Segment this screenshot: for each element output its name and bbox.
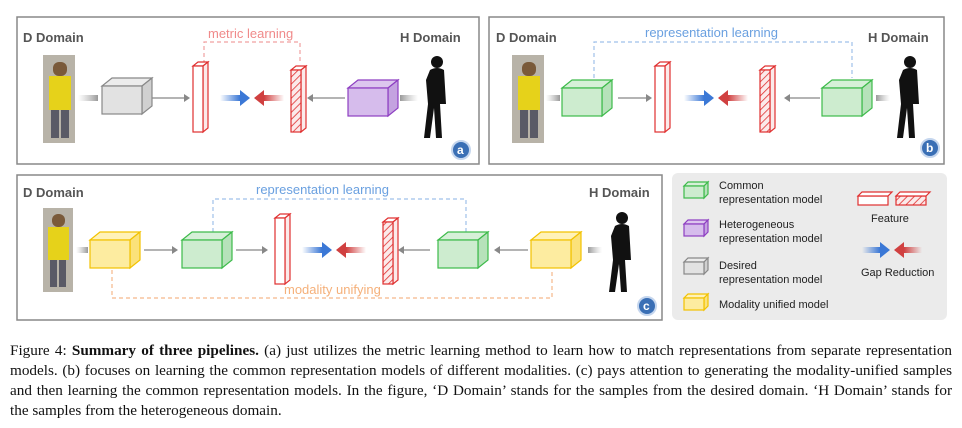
panel-a-badge-label: a [457,143,464,157]
caption-label: Figure 4: [10,342,67,359]
panel-a-gap-reduction-arrows [220,90,284,106]
panel-c-gap-reduction-arrows [302,242,366,258]
panel-a-feature-d [191,60,210,134]
legend-feature-label: Feature [871,213,909,225]
panel-c: D Domain H Domain representation learnin… [16,174,663,321]
legend-unified-swatch [682,292,710,312]
panel-c-h-domain-label: H Domain [589,185,650,200]
panel-c-d-domain-photo [43,208,73,292]
panel-a-badge [451,140,471,160]
panel-b-h-domain-silhouette [897,56,919,138]
panel-c-representation-link [212,198,467,232]
legend-desired-label-2: representation model [719,274,822,286]
panel-c-unified-model-cube-h [529,230,583,270]
legend-frame [672,173,947,320]
panel-c-modality-unify-link [111,270,553,299]
panel-c-feature-d [273,212,292,286]
caption-title: Summary of three pipelines. [71,342,259,359]
legend: Common representation model Heterogeneou… [672,173,947,320]
panel-c-feature-h [381,216,400,286]
panel-b-representation-link [593,41,853,78]
legend-common-swatch [682,180,710,200]
caption-text: (a) just utilizes the metric learning me… [10,342,953,419]
panel-a: D Domain H Domain metric learning [16,16,480,165]
panel-c-h-domain-silhouette [609,212,631,292]
figure-caption: Figure 4: Summary of three pipelines. (a… [10,341,952,421]
legend-hetero-swatch [682,218,710,238]
panel-b-badge [920,138,940,158]
legend-feature-swatch [856,191,932,206]
panel-a-metric-label: metric learning [208,26,293,41]
panel-b-gap-reduction-arrows [684,90,748,106]
panel-a-metric-link [203,41,301,64]
panel-b-common-model-cube-h [820,78,874,118]
legend-desired-label-1: Desired [719,260,757,272]
panel-b-common-model-cube-d [560,78,614,118]
panel-c-unified-model-cube-d [88,230,142,270]
legend-gap-label: Gap Reduction [861,267,934,279]
legend-unified-label: Modality unified model [719,299,828,311]
legend-gap-arrows [862,242,922,258]
panel-a-h-domain-silhouette [424,56,446,138]
panel-c-modality-unify-label: modality unifying [284,282,381,297]
legend-desired-swatch [682,256,710,276]
panel-b-badge-label: b [926,141,933,155]
legend-hetero-label-1: Heterogeneous [719,219,795,231]
panel-b: D Domain H Domain representation learnin… [488,16,945,165]
panel-a-h-domain-label: H Domain [400,30,461,45]
panel-b-h-domain-label: H Domain [868,30,929,45]
panel-b-feature-h [758,64,777,134]
panel-b-d-domain-photo [512,55,544,143]
panel-c-common-model-cube-h [436,230,490,270]
panel-c-badge [637,296,657,316]
panel-a-d-domain-photo [43,55,75,143]
legend-common-label-1: Common [719,180,764,192]
panel-a-desired-model-cube [100,76,154,116]
panel-c-representation-label: representation learning [256,182,389,197]
panel-b-representation-label: representation learning [645,25,778,40]
panel-a-feature-h [289,64,308,134]
panel-c-common-model-cube-d [180,230,234,270]
panel-a-hetero-model-cube [346,78,400,118]
legend-hetero-label-2: representation model [719,233,822,245]
legend-common-label-2: representation model [719,194,822,206]
panel-b-feature-d [653,60,672,134]
pipeline-figure: D Domain H Domain metric learning [16,16,947,321]
panel-c-badge-label: c [643,299,650,313]
panel-c-d-domain-label: D Domain [23,185,84,200]
panel-b-d-domain-label: D Domain [496,30,557,45]
panel-a-d-domain-label: D Domain [23,30,84,45]
